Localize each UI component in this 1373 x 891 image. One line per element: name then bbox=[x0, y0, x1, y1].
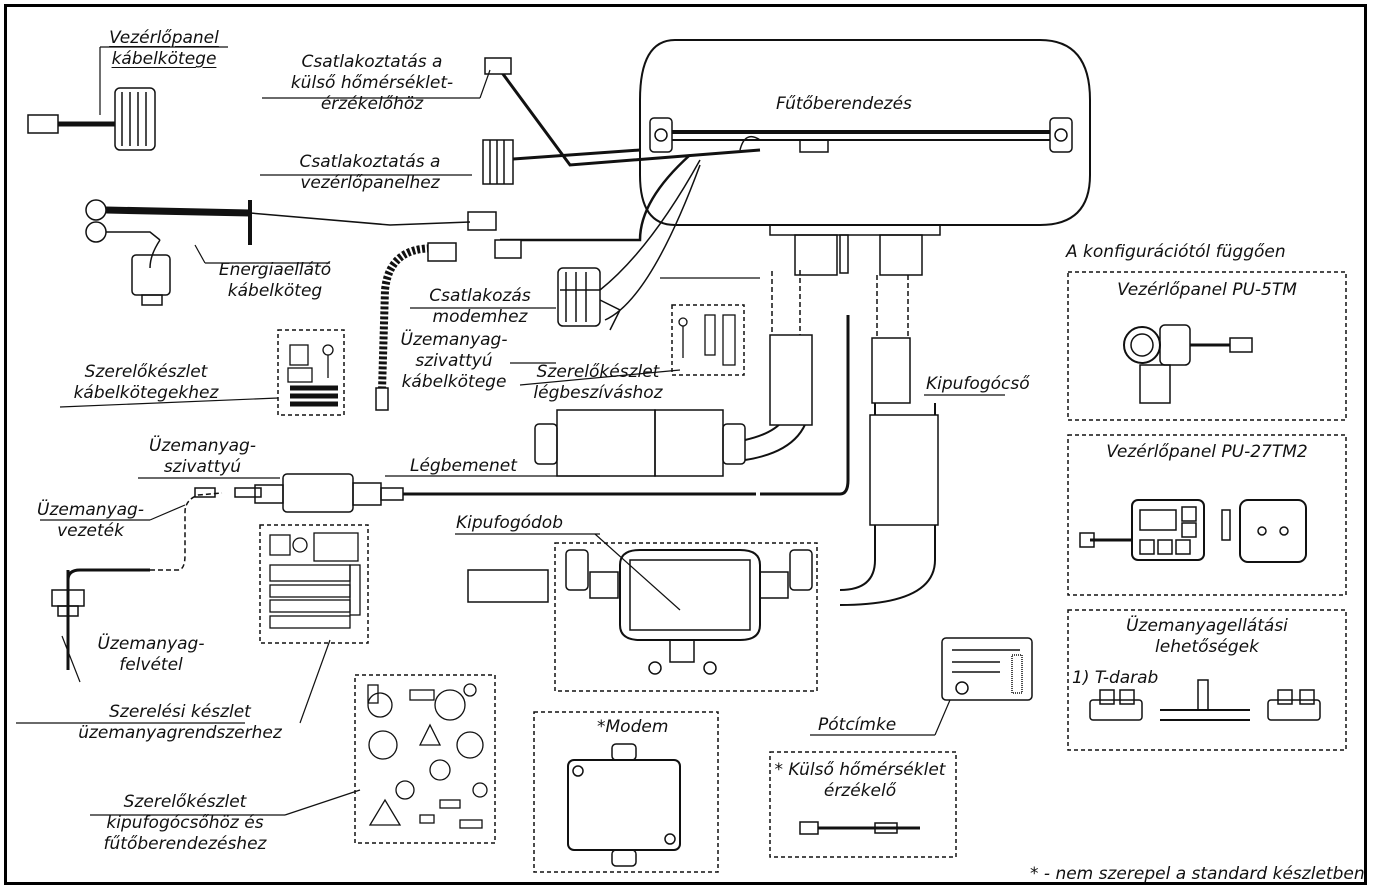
label-line: Szerelőkészlet bbox=[84, 362, 208, 382]
label-line: Üzemanyag- bbox=[97, 634, 205, 654]
ext-temp-sensor-drawing bbox=[799, 821, 920, 835]
label-fuel-pump-harness: Üzemanyag- szivattyú kábelkötege bbox=[394, 330, 514, 393]
fuel-kit-parts bbox=[269, 532, 361, 629]
label-line: külső hőmérséklet- bbox=[290, 73, 454, 93]
control-panel-harness-drawing bbox=[27, 87, 156, 151]
label-line: Üzemanyag- bbox=[400, 330, 508, 350]
label-temp-sensor-connection: Csatlakoztatás a külső hőmérséklet- érzé… bbox=[262, 52, 482, 115]
heater-drawing bbox=[639, 39, 1091, 276]
power-harness-drawing bbox=[85, 199, 471, 306]
config-fuel-supply-title: Üzemanyagellátási lehetőségek bbox=[1068, 616, 1346, 658]
muffler-drawing bbox=[467, 549, 813, 675]
label-line: kábelköteg bbox=[227, 281, 323, 301]
label-line: Csatlakoztatás a bbox=[301, 52, 443, 72]
label-line: kábelkötegekhez bbox=[73, 383, 219, 403]
label-ext-temp-sensor: * Külső hőmérséklet érzékelő bbox=[735, 760, 985, 802]
label-control-panel-harness: Vezérlőpanel kábelkötege bbox=[94, 28, 234, 70]
label-line: üzemanyagrendszerhez bbox=[78, 723, 282, 743]
label-modem-connection: Csatlakozás modemhez bbox=[405, 286, 555, 328]
label-line: Üzemanyag- bbox=[37, 500, 144, 520]
label-line: modemhez bbox=[432, 307, 528, 327]
label-control-panel-connection: Csatlakoztatás a vezérlőpanelhez bbox=[270, 152, 470, 194]
footnote: * - nem szerepel a standard készletben bbox=[1030, 864, 1365, 884]
label-air-intake: Légbemenet bbox=[410, 456, 517, 476]
label-line: szivattyú bbox=[415, 351, 493, 371]
label-heater: Fűtőberendezés bbox=[776, 94, 912, 114]
t-piece-drawing bbox=[1089, 679, 1321, 721]
label-line: érzékelő bbox=[823, 781, 897, 801]
label-spare-label: Pótcímke bbox=[818, 715, 897, 735]
label-line: Energiaellátó bbox=[218, 260, 332, 280]
pu27tm2-drawing bbox=[1079, 499, 1307, 563]
label-line: vezeték bbox=[57, 521, 124, 541]
leader-lines bbox=[16, 46, 1005, 816]
label-line: vezérlőpanelhez bbox=[300, 173, 440, 193]
label-line: kipufogócsőhöz és bbox=[106, 813, 264, 833]
label-line: légbeszíváshoz bbox=[533, 383, 663, 403]
label-line: Szerelőkészlet bbox=[123, 792, 247, 812]
label-line: felvétel bbox=[119, 655, 183, 675]
label-line: kábelkötege bbox=[401, 372, 507, 392]
pu5tm-drawing bbox=[1123, 324, 1253, 404]
label-kit-harness: Szerelőkészlet kábelkötegekhez bbox=[56, 362, 236, 404]
label-line: Csatlakoztatás a bbox=[299, 152, 441, 172]
label-fuel-intake: Üzemanyag- felvétel bbox=[96, 634, 206, 676]
label-line: Üzemanyagellátási bbox=[1126, 616, 1288, 636]
config-panel2-title: Vezérlőpanel PU-27TM2 bbox=[1106, 442, 1308, 462]
label-line: lehetőségek bbox=[1155, 637, 1259, 657]
label-line: Üzemanyag- bbox=[149, 436, 256, 456]
label-fuel-system-kit: Szerelési készlet üzemanyagrendszerhez bbox=[55, 702, 305, 744]
air-intake-kit-parts bbox=[678, 314, 736, 366]
spare-label-drawing bbox=[941, 637, 1033, 701]
air-intake-drawing bbox=[534, 270, 813, 477]
label-line: Szerelési készlet bbox=[109, 702, 251, 722]
label-kit-air-intake: Szerelőkészlet légbeszíváshoz bbox=[518, 362, 678, 404]
fuel-pump-drawing bbox=[254, 315, 850, 513]
label-line: kábelkötege bbox=[111, 49, 217, 69]
label-line: Csatlakozás bbox=[429, 286, 531, 306]
label-exhaust-heater-kit: Szerelőkészlet kipufogócsőhöz és fűtőber… bbox=[80, 792, 290, 855]
label-fuel-line: Üzemanyag- vezeték bbox=[28, 500, 153, 542]
label-fuel-pump: Üzemanyag- szivattyú bbox=[140, 436, 265, 478]
modem-connector-drawing bbox=[557, 267, 622, 331]
label-line: szivattyú bbox=[163, 457, 242, 477]
config-heading: A konfigurációtól függően bbox=[1066, 242, 1286, 262]
label-line: * Külső hőmérséklet bbox=[774, 760, 946, 780]
label-muffler: Kipufogódob bbox=[456, 513, 563, 533]
label-line: Szerelőkészlet bbox=[536, 362, 660, 382]
diagram-frame bbox=[4, 4, 1367, 885]
label-line: Vezérlőpanel bbox=[109, 28, 219, 48]
label-power-harness: Energiaellátó kábelköteg bbox=[200, 260, 350, 302]
config-panel1-title: Vezérlőpanel PU-5TM bbox=[1117, 280, 1297, 300]
label-line: fűtőberendezéshez bbox=[103, 834, 267, 854]
label-exhaust-pipe: Kipufogócső bbox=[926, 374, 1030, 394]
label-modem: *Modem bbox=[597, 717, 669, 737]
exhaust-kit-parts bbox=[367, 683, 488, 829]
config-t-piece: 1) T-darab bbox=[1072, 668, 1159, 688]
label-line: érzékelőhöz bbox=[320, 94, 424, 114]
exhaust-pipe-drawing bbox=[839, 275, 939, 606]
modem-drawing bbox=[567, 743, 681, 867]
harness-kit-parts bbox=[287, 344, 338, 407]
